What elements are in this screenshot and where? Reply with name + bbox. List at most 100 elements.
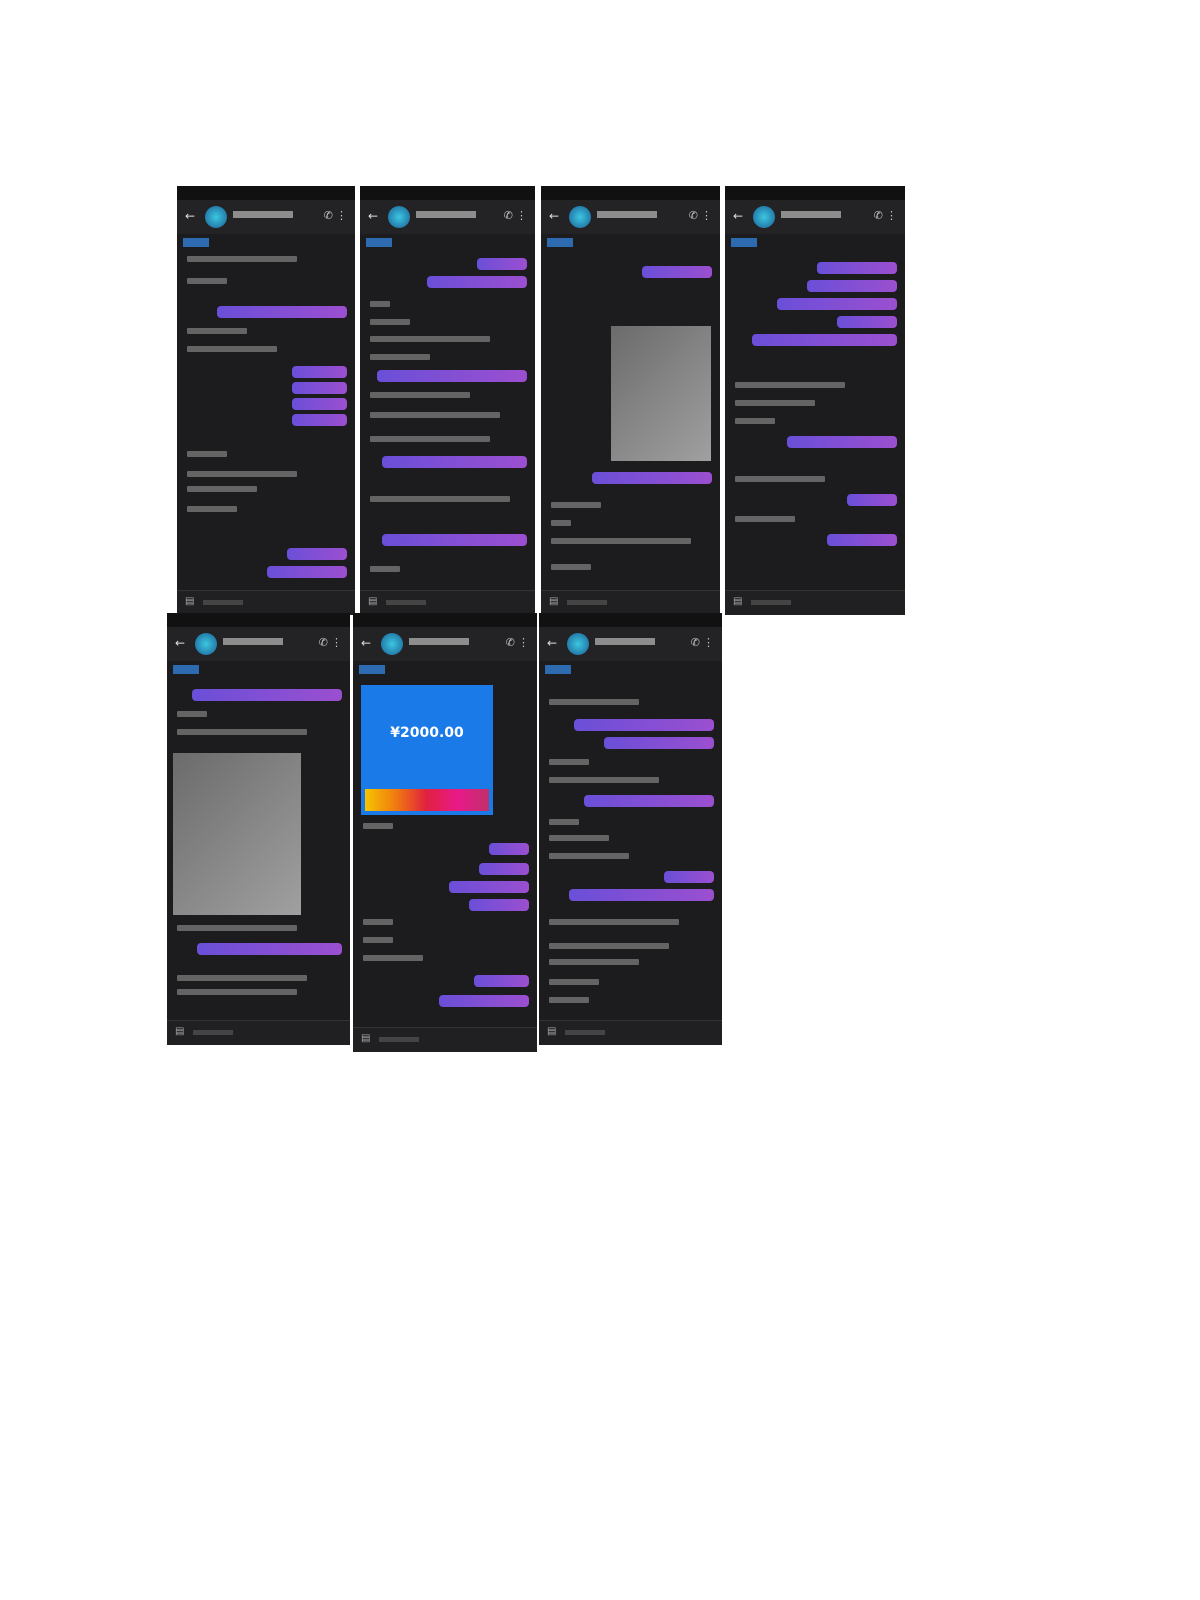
voice-input-icon[interactable]: ▤ — [733, 596, 743, 607]
message-input[interactable] — [193, 1030, 233, 1035]
message-input-bar[interactable]: ▤ — [353, 1027, 537, 1052]
incoming-message-text — [370, 412, 500, 418]
incoming-message-text — [187, 471, 297, 477]
incoming-message-text — [187, 506, 237, 512]
message-input-bar[interactable]: ▤ — [541, 590, 720, 615]
avatar[interactable] — [388, 206, 410, 228]
avatar[interactable] — [567, 633, 589, 655]
voice-input-icon[interactable]: ▤ — [185, 596, 195, 607]
incoming-message-text — [735, 418, 775, 424]
incoming-message-text — [549, 943, 669, 949]
outgoing-message-bubble — [489, 843, 529, 855]
phone-call-icon[interactable]: ✆ — [318, 636, 328, 649]
back-arrow-icon[interactable]: ← — [361, 636, 372, 650]
more-menu-icon[interactable]: ⋮ — [518, 636, 529, 649]
phone-call-icon[interactable]: ✆ — [323, 209, 333, 222]
back-arrow-icon[interactable]: ← — [368, 209, 379, 223]
payment-receipt-image[interactable]: ¥2000.00 — [361, 685, 493, 815]
avatar[interactable] — [195, 633, 217, 655]
status-bar — [177, 186, 355, 200]
voice-input-icon[interactable]: ▤ — [547, 1026, 557, 1037]
voice-input-icon[interactable]: ▤ — [361, 1033, 371, 1044]
incoming-message-text — [551, 538, 691, 544]
phone-call-icon[interactable]: ✆ — [505, 636, 515, 649]
chat-screenshot-5: ← ✆ ⋮ ▤ — [167, 613, 350, 1045]
incoming-message-text — [549, 699, 639, 705]
avatar[interactable] — [381, 633, 403, 655]
voice-input-icon[interactable]: ▤ — [549, 596, 559, 607]
outgoing-message-bubble — [584, 795, 714, 807]
voice-input-icon[interactable]: ▤ — [175, 1026, 185, 1037]
avatar[interactable] — [205, 206, 227, 228]
incoming-message-text — [549, 997, 589, 1003]
incoming-message-text — [363, 955, 423, 961]
chat-title — [597, 211, 657, 218]
outgoing-message-bubble — [439, 995, 529, 1007]
photo-message[interactable] — [611, 326, 711, 461]
message-input-bar[interactable]: ▤ — [177, 590, 355, 615]
incoming-message-text — [549, 959, 639, 965]
phone-call-icon[interactable]: ✆ — [503, 209, 513, 222]
incoming-message-text — [370, 436, 490, 442]
message-input-bar[interactable]: ▤ — [167, 1020, 350, 1045]
more-menu-icon[interactable]: ⋮ — [336, 209, 347, 222]
incoming-message-text — [551, 564, 591, 570]
message-input[interactable] — [203, 600, 243, 605]
pinned-tag — [731, 238, 757, 247]
outgoing-message-bubble — [847, 494, 897, 506]
message-input-bar[interactable]: ▤ — [539, 1020, 722, 1045]
avatar[interactable] — [569, 206, 591, 228]
more-menu-icon[interactable]: ⋮ — [516, 209, 527, 222]
incoming-message-text — [735, 516, 795, 522]
phone-call-icon[interactable]: ✆ — [690, 636, 700, 649]
phone-call-icon[interactable]: ✆ — [873, 209, 883, 222]
photo-message[interactable] — [173, 753, 301, 915]
back-arrow-icon[interactable]: ← — [549, 209, 560, 223]
back-arrow-icon[interactable]: ← — [547, 636, 558, 650]
phone-call-icon[interactable]: ✆ — [688, 209, 698, 222]
more-menu-icon[interactable]: ⋮ — [331, 636, 342, 649]
outgoing-message-bubble — [377, 370, 527, 382]
outgoing-message-bubble — [752, 334, 897, 346]
chat-title — [233, 211, 293, 218]
message-input[interactable] — [379, 1037, 419, 1042]
outgoing-message-bubble — [474, 975, 529, 987]
pinned-tag — [547, 238, 573, 247]
message-input[interactable] — [751, 600, 791, 605]
more-menu-icon[interactable]: ⋮ — [886, 209, 897, 222]
back-arrow-icon[interactable]: ← — [733, 209, 744, 223]
back-arrow-icon[interactable]: ← — [175, 636, 186, 650]
incoming-message-text — [370, 566, 400, 572]
more-menu-icon[interactable]: ⋮ — [701, 209, 712, 222]
chat-title — [595, 638, 655, 645]
incoming-message-text — [177, 729, 307, 735]
payment-amount: ¥2000.00 — [390, 725, 464, 741]
incoming-message-text — [549, 759, 589, 765]
chat-screenshot-3: ← ✆ ⋮ ▤ — [541, 186, 720, 615]
outgoing-message-bubble — [217, 306, 347, 318]
back-arrow-icon[interactable]: ← — [185, 209, 196, 223]
chat-title — [223, 638, 283, 645]
chat-header: ← ✆ ⋮ — [167, 627, 350, 661]
incoming-message-text — [187, 486, 257, 492]
message-input-bar[interactable]: ▤ — [725, 590, 905, 615]
chat-header: ← ✆ ⋮ — [725, 200, 905, 234]
avatar[interactable] — [753, 206, 775, 228]
outgoing-message-bubble — [449, 881, 529, 893]
more-menu-icon[interactable]: ⋮ — [703, 636, 714, 649]
outgoing-message-bubble — [382, 534, 527, 546]
outgoing-message-bubble — [827, 534, 897, 546]
outgoing-message-bubble — [267, 566, 347, 578]
voice-input-icon[interactable]: ▤ — [368, 596, 378, 607]
incoming-message-text — [370, 319, 410, 325]
chat-title — [416, 211, 476, 218]
message-input[interactable] — [567, 600, 607, 605]
incoming-message-text — [363, 937, 393, 943]
outgoing-message-bubble — [807, 280, 897, 292]
message-input[interactable] — [386, 600, 426, 605]
message-input[interactable] — [565, 1030, 605, 1035]
chat-title — [409, 638, 469, 645]
message-input-bar[interactable]: ▤ — [360, 590, 535, 615]
outgoing-message-bubble — [292, 398, 347, 410]
incoming-message-text — [187, 278, 227, 284]
